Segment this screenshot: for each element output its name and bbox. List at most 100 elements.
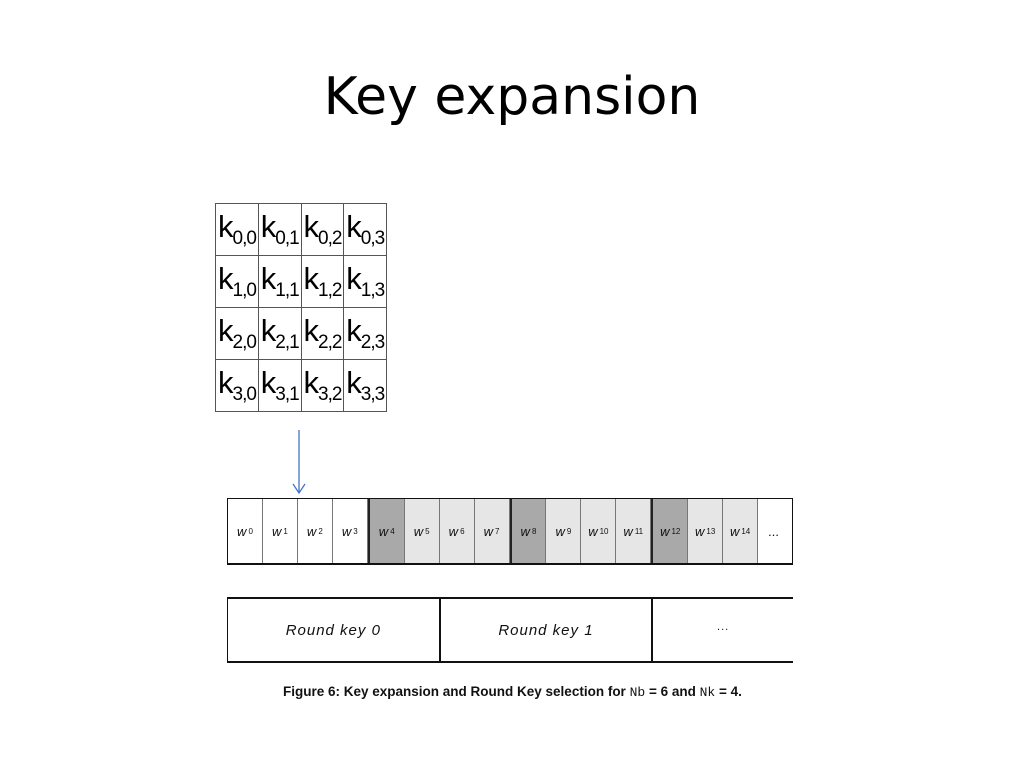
word-subscript: 2 [318,526,323,536]
word-subscript: 4 [390,526,395,536]
key-cell-base: k [218,313,233,348]
key-cell-base: k [303,313,319,348]
key-cell-subscript: 0,3 [360,228,385,249]
key-matrix-cell: k2,2 [300,307,345,360]
key-cell-base: k [303,209,319,244]
word-subscript: 7 [495,526,500,536]
key-cell-subscript: 3,3 [360,384,385,405]
key-cell-base: k [346,365,361,400]
key-cell-subscript: 1,0 [232,280,257,301]
caption-nk-value: = 4. [715,684,742,699]
key-matrix-cell: k3,1 [257,359,302,412]
key-matrix-cell: k2,3 [343,307,387,360]
key-matrix-cell: k0,3 [343,203,387,256]
key-cell-subscript: 3,2 [318,384,342,405]
key-matrix-cell: k3,3 [343,359,387,412]
key-cell-subscript: 0,0 [232,228,257,249]
word-cell: ... [758,499,792,563]
caption-nk-symbol: Nk [699,685,716,700]
word-subscript: 12 [671,526,681,536]
word-base: w [729,523,740,539]
key-matrix-cell: k1,0 [215,255,259,308]
word-base: w [660,523,670,539]
word-base: w [555,523,565,539]
word-base: w [588,523,598,539]
word-base: w [271,523,282,539]
key-matrix-cell: k1,2 [300,255,345,308]
word-base: w [341,523,352,539]
key-cell-base: k [346,209,361,244]
word-base: w [413,523,424,539]
key-matrix-cell: k2,1 [257,307,302,360]
key-matrix-row: k3,0 k3,1 k3,2 k3,3 [215,359,387,412]
caption-prefix: Figure 6: Key expansion and Round Key se… [283,684,630,699]
figure-caption: Figure 6: Key expansion and Round Key se… [283,684,803,700]
key-cell-subscript: 2,1 [275,332,299,353]
key-cell-base: k [218,261,233,296]
word-base: w [483,523,493,539]
round-key-1: Round key 1 [441,599,654,661]
key-cell-base: k [346,313,361,348]
caption-nb-value: = 6 and [645,684,700,699]
word-base: w [695,523,705,539]
key-cell-subscript: 1,3 [360,280,385,301]
cipher-key-matrix: k0,0 k0,1 k0,2 k0,3 k1,0 k1,1 k1,2 k1,3 … [215,203,387,412]
word-base: w [520,523,530,539]
key-cell-base: k [218,365,233,400]
key-matrix-cell: k2,0 [215,307,259,360]
caption-nb-symbol: Nb [629,685,646,700]
key-matrix-cell: k1,3 [343,255,387,308]
key-cell-base: k [303,365,319,400]
word-subscript: 13 [706,526,716,536]
key-matrix-row: k0,0 k0,1 k0,2 k0,3 [215,203,387,256]
key-cell-subscript: 1,1 [275,280,299,301]
word-subscript: 8 [531,526,537,536]
key-cell-base: k [260,313,276,348]
key-cell-base: k [303,261,319,296]
key-cell-subscript: 0,1 [275,228,299,249]
key-matrix-cell: k3,0 [215,359,259,412]
word-base: w [306,523,317,539]
key-matrix-cell: k3,2 [300,359,345,412]
word-subscript: 6 [460,526,465,536]
word-base: w [623,523,633,539]
key-cell-subscript: 2,3 [360,332,385,353]
key-cell-base: k [260,209,276,244]
word-subscript: 11 [634,526,644,536]
round-key-row: Round key 0 Round key 1 ... [227,597,793,663]
word-base: ... [768,523,780,539]
key-cell-subscript: 1,2 [318,280,342,301]
expansion-arrow-icon [292,430,306,495]
word-subscript: 0 [248,526,253,536]
word-subscript: 14 [741,526,751,536]
key-cell-base: k [260,365,276,400]
word-subscript: 9 [566,526,572,536]
word-subscript: 3 [353,526,358,536]
round-key-0: Round key 0 [228,599,441,661]
key-matrix-cell: k0,0 [215,203,259,256]
key-matrix-row: k1,0 k1,1 k1,2 k1,3 [215,255,387,308]
word-subscript: 5 [425,526,430,536]
key-cell-subscript: 2,2 [318,332,342,353]
key-cell-base: k [346,261,361,296]
key-cell-base: k [260,261,276,296]
word-base: w [237,523,247,539]
slide-title: Key expansion [323,67,701,127]
word-base: w [378,523,389,539]
key-cell-base: k [218,209,233,244]
key-cell-subscript: 2,0 [232,332,257,353]
word-base: w [448,523,459,539]
